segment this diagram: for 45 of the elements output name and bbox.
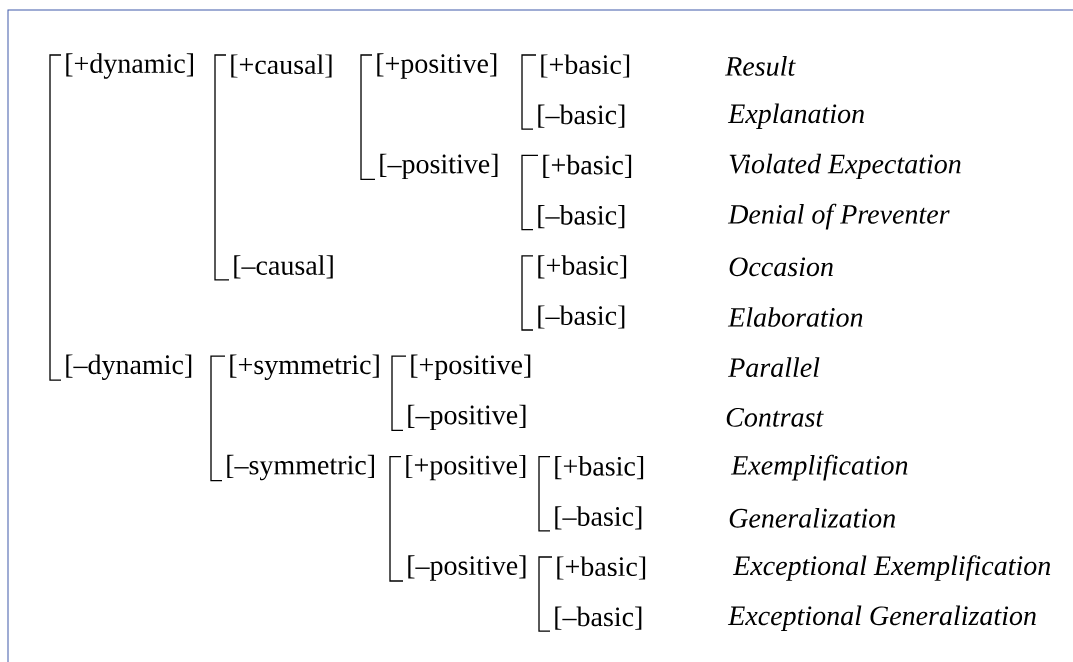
feature-label: [+basic] <box>538 255 627 279</box>
relation-name: Exceptional Generalization <box>727 605 1036 631</box>
relation-name: Generalization <box>729 507 896 528</box>
relation-name: Denial of Preventer <box>727 203 950 230</box>
feature-label: [–positive] <box>408 555 526 581</box>
relation-name: Exceptional Exemplification <box>732 555 1051 581</box>
feature-label: [–dynamic] <box>66 354 192 380</box>
bracket <box>360 54 376 181</box>
feature-label: [–basic] <box>538 104 625 128</box>
relation-name: Occasion <box>729 257 833 277</box>
feature-label: [+causal] <box>231 54 332 78</box>
feature-label: [+basic] <box>543 154 632 178</box>
feature-label: [+basic] <box>541 54 630 78</box>
relation-name: Explanation <box>727 103 864 129</box>
relation-name: Exemplification <box>730 454 908 481</box>
bracket <box>210 355 226 482</box>
feature-label: [–positive] <box>408 404 526 431</box>
bracket <box>521 54 537 130</box>
feature-label: [+positive] <box>406 454 526 481</box>
feature-label: [+basic] <box>555 456 644 480</box>
feature-label: [–basic] <box>555 506 642 530</box>
relation-name: Result <box>725 56 796 76</box>
feature-label: [–positive] <box>380 153 498 180</box>
feature-label: [–basic] <box>538 205 625 229</box>
feature-label: [–symmetric] <box>227 454 374 481</box>
bracket <box>214 54 230 281</box>
feature-label: [+positive] <box>377 53 497 79</box>
relation-name: Elaboration <box>727 307 863 327</box>
bracket <box>389 455 404 582</box>
relation-name: Parallel <box>728 357 820 378</box>
bracket <box>538 556 553 632</box>
bracket <box>521 154 539 231</box>
feature-label: [–causal] <box>234 255 333 279</box>
feature-label: [+dynamic] <box>66 53 193 79</box>
bracket <box>538 455 551 532</box>
feature-label: [–basic] <box>538 305 625 329</box>
feature-label: [+positive] <box>411 354 531 380</box>
feature-label: [+basic] <box>557 556 646 580</box>
bracket <box>521 255 534 331</box>
relation-name: Violated Expectation <box>729 153 961 180</box>
relation-name: Contrast <box>726 408 824 427</box>
feature-label: [–basic] <box>555 606 642 630</box>
bracket <box>391 355 407 432</box>
feature-label: [+symmetric] <box>230 354 379 380</box>
bracket <box>49 54 62 381</box>
